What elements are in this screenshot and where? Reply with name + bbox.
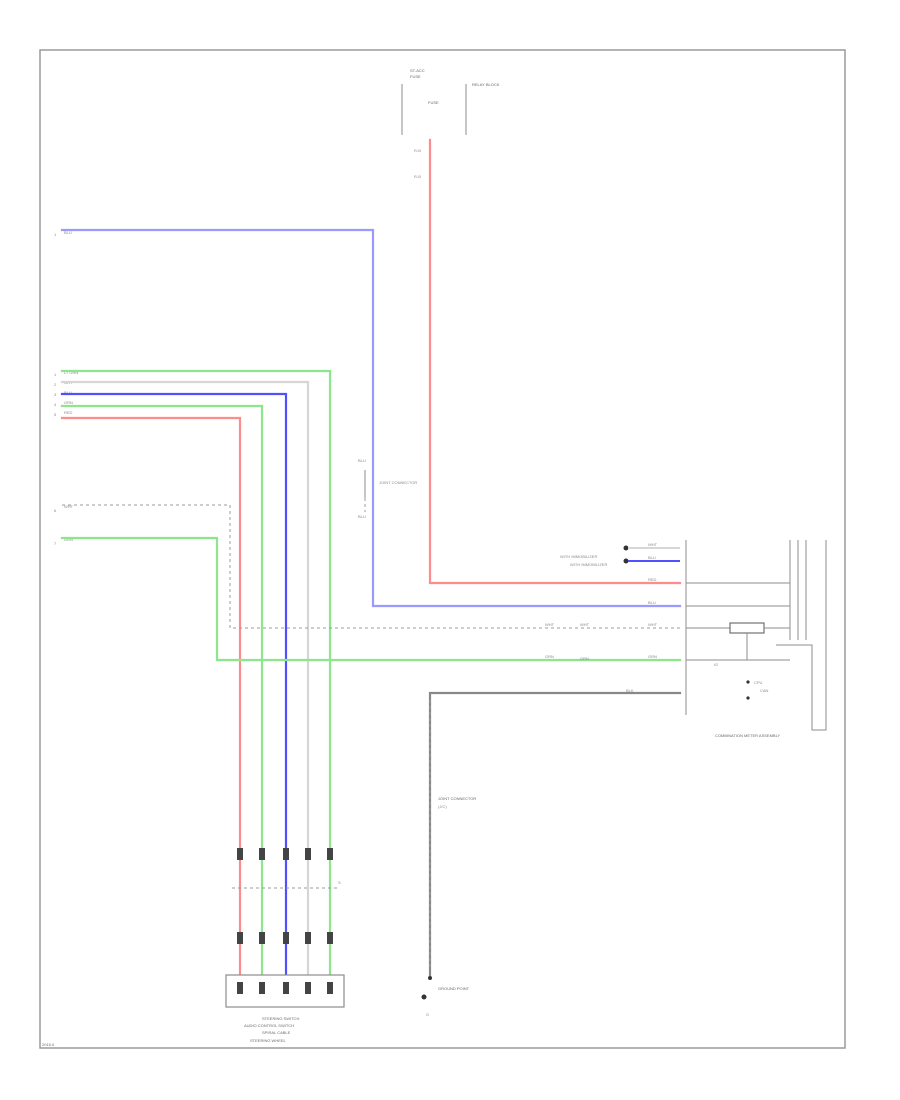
bottom-switch-label-1: STEERING SWITCH: [262, 1016, 299, 1021]
svg-text:GRN: GRN: [648, 654, 657, 659]
top-fuse-sub: FUSE: [410, 74, 421, 79]
svg-text:(J/C): (J/C): [438, 804, 447, 809]
svg-text:RED: RED: [648, 577, 657, 582]
bottom-switch-box: STEERING SWITCH AUDIO CONTROL SWITCH SPI…: [225, 974, 345, 1043]
wire-green-1: [60, 369, 332, 977]
svg-text:1: 1: [54, 232, 57, 237]
svg-text:WITH IMMOBILIZER: WITH IMMOBILIZER: [570, 562, 607, 567]
top-red-upper-label: R-B: [414, 148, 421, 153]
svg-text:BLU: BLU: [648, 555, 656, 560]
ground-bottom-label: GROUND POINT: [438, 986, 470, 991]
svg-text:CPU: CPU: [754, 680, 763, 685]
svg-text:BLU: BLU: [358, 514, 366, 519]
svg-text:WHT: WHT: [648, 542, 658, 547]
diagram-frame: [39, 49, 846, 1049]
svg-text:GRN: GRN: [580, 656, 589, 661]
top-block-label: RELAY BLOCK: [472, 82, 500, 87]
top-fuse-block: ST-ACC FUSE RELAY BLOCK FUSE R-B R-B: [401, 68, 500, 179]
svg-text:STEERING WHEEL: STEERING WHEEL: [250, 1038, 287, 1043]
svg-text:1: 1: [54, 372, 57, 377]
module-internal: IG CPU CAN COMBINATION METER ASSEMBLY: [686, 540, 827, 738]
svg-text:G: G: [426, 1012, 429, 1017]
wire-black-ground: [428, 691, 682, 977]
svg-text:WHT: WHT: [64, 504, 74, 509]
svg-text:3: 3: [54, 392, 57, 397]
mid-joint-connector: BLU JOINT CONNECTOR BLU: [358, 458, 417, 519]
svg-text:GRN: GRN: [64, 537, 73, 542]
wire-blue-2: [60, 392, 288, 977]
svg-text:S: S: [338, 880, 341, 885]
svg-text:5: 5: [54, 412, 57, 417]
top-fuse-title: ST-ACC: [410, 68, 425, 73]
svg-text:BLU: BLU: [648, 600, 656, 605]
bundle-connectors: S: [232, 848, 341, 944]
svg-text:WHT: WHT: [580, 622, 590, 627]
wire-gray: [60, 380, 310, 977]
wire-red-trunk: [428, 138, 682, 585]
bottom-switch-label-3: SPIRAL CABLE: [262, 1030, 291, 1035]
right-module-label: COMBINATION METER ASSEMBLY: [715, 733, 781, 738]
svg-text:7: 7: [54, 541, 57, 546]
wire-blue-main: [60, 228, 682, 608]
top-red-lower-label: R-B: [414, 174, 421, 179]
bottom-switch-label-2: AUDIO CONTROL SWITCH: [244, 1023, 294, 1028]
svg-text:BLK: BLK: [626, 688, 634, 693]
wire-green-2: [60, 404, 264, 977]
svg-text:RED: RED: [64, 410, 73, 415]
fuse-text: FUSE: [428, 100, 439, 105]
svg-text:GRN: GRN: [545, 654, 554, 659]
svg-text:WHT: WHT: [648, 622, 658, 627]
wire-green-3: [60, 536, 682, 662]
svg-text:2: 2: [54, 382, 57, 387]
wire-red-2: [60, 416, 242, 977]
svg-text:BLU: BLU: [64, 390, 72, 395]
svg-text:GRN: GRN: [64, 400, 73, 405]
svg-text:WITH IMMOBILIZER: WITH IMMOBILIZER: [560, 554, 597, 559]
ground-note: JOINT CONNECTOR: [438, 796, 476, 801]
svg-text:4: 4: [54, 402, 57, 407]
left-bundle-labels: 1 LT GRN 2 GRY 3 BLU 4 GRN 5 RED 6 WHT 7…: [54, 370, 78, 546]
right-module-inputs: WITH IMMOBILIZER WITH IMMOBILIZER WHT BL…: [545, 542, 680, 693]
svg-text:BLU: BLU: [358, 458, 366, 463]
svg-text:6: 6: [54, 508, 57, 513]
svg-text:CAN: CAN: [760, 688, 769, 693]
svg-text:LT GRN: LT GRN: [64, 370, 78, 375]
left-blue-label: BLU: [64, 230, 72, 235]
wire-white-dotted: [62, 504, 680, 629]
svg-text:WHT: WHT: [545, 622, 555, 627]
svg-text:IG: IG: [714, 662, 718, 667]
svg-text:JOINT CONNECTOR: JOINT CONNECTOR: [379, 480, 417, 485]
footer-code: 2015.0: [42, 1042, 55, 1047]
